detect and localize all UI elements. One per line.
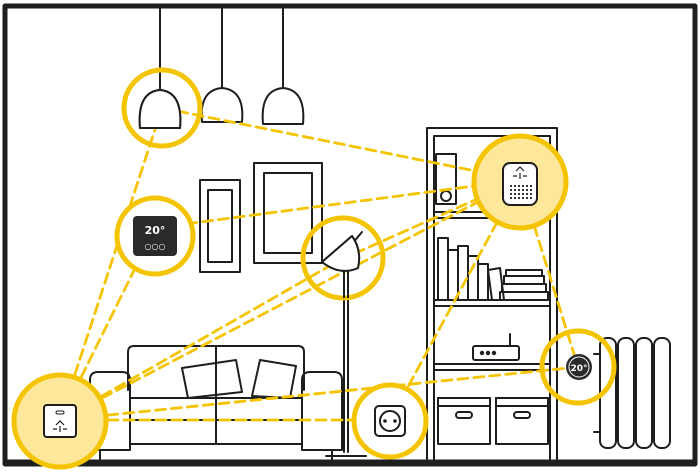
wall-pictures <box>199 162 323 273</box>
radiator-valve-display: 20° <box>570 364 587 374</box>
thermostat-buttons: ○○○ <box>145 242 166 251</box>
smart-speaker-icon <box>502 162 538 206</box>
device-highlights <box>11 67 617 470</box>
radiator-valve-icon: 20° <box>566 354 592 380</box>
highlight-radiator-valve[interactable] <box>539 328 617 406</box>
sofa <box>89 345 343 461</box>
pendant-lamp-icon <box>138 89 182 129</box>
power-outlet-icon <box>374 405 406 437</box>
floor-lamp-icon <box>321 235 361 298</box>
highlight-ceiling-lamp[interactable] <box>121 67 203 149</box>
smart-hub-icon <box>43 404 77 438</box>
thermostat-icon: 20° ○○○ <box>133 216 177 256</box>
thermostat-display: 20° <box>145 224 166 237</box>
